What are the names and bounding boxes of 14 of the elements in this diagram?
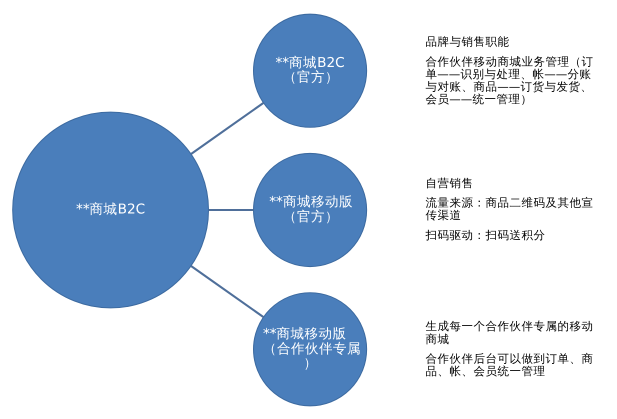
node-circle: **商城移动版（合作伙伴专属） [253,292,368,406]
node-label: 扫码驱动：扫码送积分 [425,228,546,242]
connector [208,208,254,211]
node-label: 自营销售 [425,175,474,190]
node-label: 品牌与销售职能 [425,34,510,48]
node-label: 流量来源：商品二维码及其他宣传渠道 [425,195,594,222]
connector [190,264,264,318]
node-label: 生成每一个合作伙伴专属的移动商城 [425,318,594,346]
node-circle: **商城B2C（官方） [253,13,368,128]
connector [190,101,264,154]
node-circle: **商城移动版（官方） [253,152,368,267]
node-label: 合作伙伴后台可以做到订单、商品、帐、会员统一管理 [425,351,594,378]
node-label: 合作伙伴移动商城业务管理（订单——识别与处理、帐——分账与对账、商品——订货与发货、会员——统一管理） [425,54,594,106]
node-circle: **商城B2C [12,111,210,308]
